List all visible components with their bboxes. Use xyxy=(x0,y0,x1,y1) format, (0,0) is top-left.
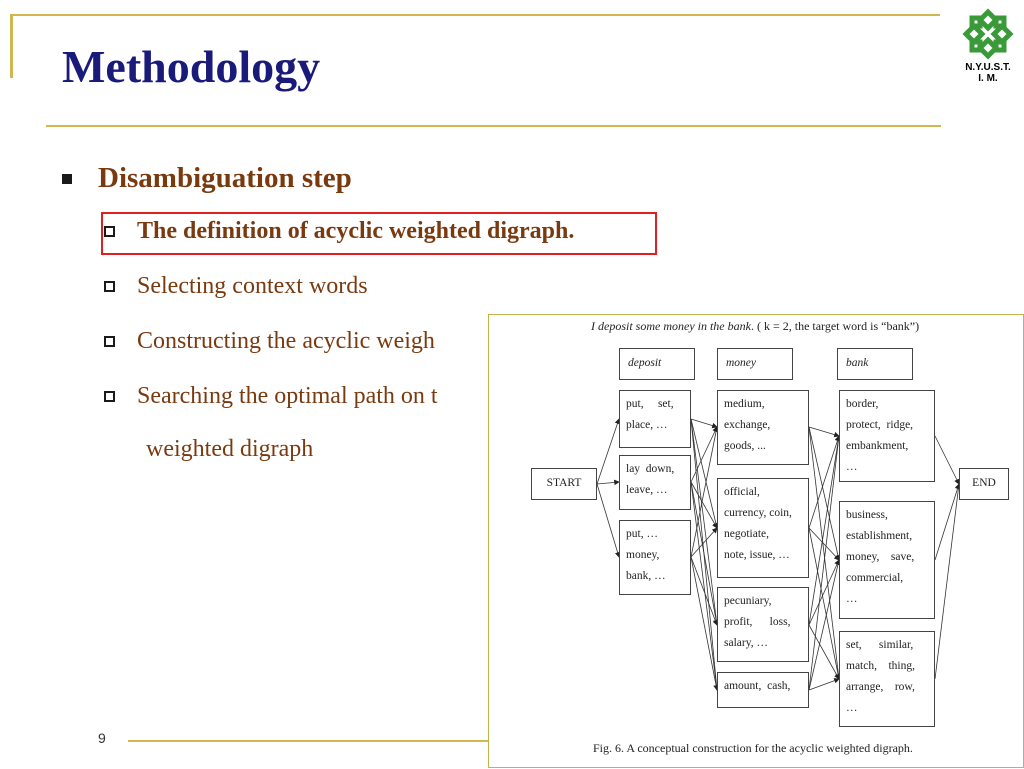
sub-bullet-text: The definition of acyclic weighted digra… xyxy=(137,218,575,244)
title-underline xyxy=(46,125,941,127)
figure-caption: Fig. 6. A conceptual construction for th… xyxy=(593,741,913,755)
edge-deposit-1-to-money-3 xyxy=(690,418,720,626)
sub-bullet-text: Selecting context words xyxy=(137,273,368,299)
hollow-square-bullet-icon xyxy=(104,226,115,237)
edge-deposit-1-to-money-2 xyxy=(690,418,719,529)
highlight-rectangle xyxy=(101,212,657,255)
edge-money-4-to-bank-2 xyxy=(808,559,841,691)
hollow-square-bullet-icon xyxy=(104,281,115,292)
snowflake-logo-icon xyxy=(962,8,1014,60)
edge-money-3-to-bank-3 xyxy=(808,624,840,680)
money-sense-3: pecuniary, profit, loss, salary, … xyxy=(717,587,809,662)
sub-bullet-2: Selecting context words xyxy=(104,273,368,300)
edge-start-to-deposit-3 xyxy=(596,483,621,558)
edge-deposit-3-to-money-1 xyxy=(690,426,719,558)
deposit-sense-2: lay down, leave, … xyxy=(619,455,691,510)
hollow-square-bullet-icon xyxy=(104,336,115,347)
figure-header: I deposit some money in the bank. ( k = … xyxy=(591,319,919,334)
sub-bullet-3: Constructing the acyclic weigh xyxy=(104,328,435,355)
bank-sense-1: border, protect, ridge, embankment, … xyxy=(839,390,935,482)
deposit-sense-3: put, … money, bank, … xyxy=(619,520,691,595)
slide-number: 9 xyxy=(98,730,106,746)
edge-deposit-2-to-money-2 xyxy=(690,481,718,529)
slide-title: Methodology xyxy=(62,41,321,92)
column-header-deposit: deposit xyxy=(619,348,695,380)
edge-money-2-to-bank-2 xyxy=(808,527,840,561)
money-sense-4: amount, cash, xyxy=(717,672,809,708)
sub-bullet-text: Searching the optimal path on t xyxy=(137,383,438,409)
money-sense-1: medium, exchange, goods, ... xyxy=(717,390,809,465)
edge-money-3-to-bank-1 xyxy=(808,435,842,626)
edge-money-3-to-bank-2 xyxy=(808,559,840,626)
edge-deposit-3-to-money-2 xyxy=(690,527,718,558)
top-rule xyxy=(10,14,940,16)
figure-header-sentence: I deposit some money in the bank xyxy=(591,319,751,333)
sub-bullet-text: Constructing the acyclic weigh xyxy=(137,328,435,354)
edge-money-1-to-bank-1 xyxy=(808,426,840,438)
column-header-bank: bank xyxy=(837,348,913,380)
edge-deposit-3-to-money-3 xyxy=(690,556,718,626)
edge-start-to-deposit-1 xyxy=(596,418,621,485)
logo-text-line1: N.Y.U.S.T. xyxy=(965,62,1011,73)
bank-sense-2: business, establishment, money, save, co… xyxy=(839,501,935,619)
edge-money-2-to-bank-3 xyxy=(808,527,841,680)
filled-square-bullet-icon xyxy=(62,173,72,184)
deposit-sense-1: put, set, place, … xyxy=(619,390,691,448)
money-sense-2: official, currency, coin, negotiate, not… xyxy=(717,478,809,578)
logo-text-line2: I. M. xyxy=(978,73,998,84)
sub-bullet-1: The definition of acyclic weighted digra… xyxy=(104,218,574,245)
edge-money-1-to-bank-3 xyxy=(808,426,842,680)
column-header-money: money xyxy=(717,348,793,380)
edge-deposit-2-to-money-3 xyxy=(690,481,719,626)
edge-money-2-to-bank-1 xyxy=(808,435,841,529)
edge-start-to-deposit-2 xyxy=(596,479,620,486)
edge-money-4-to-bank-3 xyxy=(808,678,840,691)
main-bullet-text: Disambiguation step xyxy=(98,162,352,194)
edge-bank-3-to-end xyxy=(934,483,962,680)
edge-bank-2-to-end xyxy=(934,483,961,561)
edge-deposit-2-to-money-1 xyxy=(690,426,718,483)
digraph-figure: I deposit some money in the bank. ( k = … xyxy=(488,314,1024,768)
edge-deposit-3-to-money-4 xyxy=(690,556,719,691)
edge-money-4-to-bank-1 xyxy=(808,435,842,691)
edge-deposit-1-to-money-1 xyxy=(690,418,718,429)
university-logo: N.Y.U.S.T. I. M. xyxy=(950,6,1024,90)
bank-sense-3: set, similar, match, thing, arrange, row… xyxy=(839,631,935,727)
start-node: START xyxy=(531,468,597,500)
left-accent-bar xyxy=(10,14,13,78)
main-bullet: Disambiguation step xyxy=(62,162,352,195)
end-node: END xyxy=(959,468,1009,500)
figure-header-param: . ( k = 2, the target word is “bank”) xyxy=(750,319,920,333)
digraph-edges xyxy=(596,418,962,691)
sub-bullet-4-continuation: weighted digraph xyxy=(146,436,314,462)
edge-bank-1-to-end xyxy=(934,435,960,485)
edge-deposit-2-to-money-4 xyxy=(690,481,720,691)
footer-rule xyxy=(128,740,498,742)
hollow-square-bullet-icon xyxy=(104,391,115,402)
sub-bullet-4: Searching the optimal path on t xyxy=(104,383,438,410)
edge-money-1-to-bank-2 xyxy=(808,426,841,561)
